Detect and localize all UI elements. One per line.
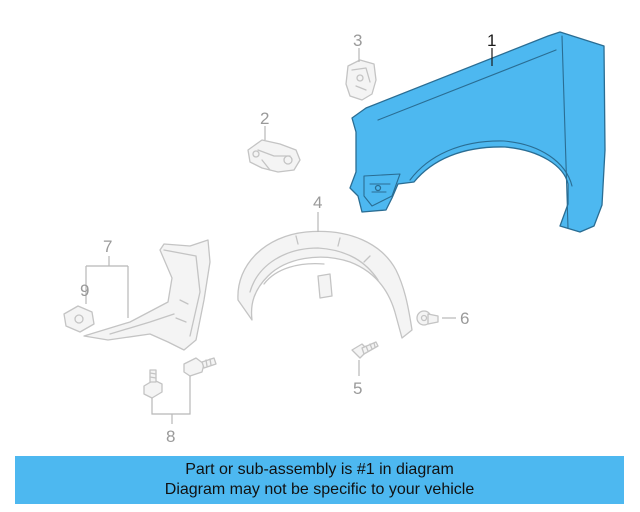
part-3-bracket[interactable]: [345, 59, 377, 101]
part-6-clip[interactable]: [416, 310, 439, 326]
callout-7[interactable]: 7: [103, 237, 112, 256]
parts-diagram: 3 2 1 4 6 5: [63, 31, 606, 446]
info-banner: Part or sub-assembly is #1 in diagram Di…: [15, 456, 624, 504]
part-7-splash-shield[interactable]: [83, 239, 211, 351]
part-4-fender-liner[interactable]: [237, 230, 413, 339]
callout-5[interactable]: 5: [353, 379, 362, 398]
callout-6[interactable]: 6: [460, 309, 469, 328]
leader-8: [151, 376, 191, 424]
callout-2[interactable]: 2: [260, 109, 269, 128]
part-9-nut[interactable]: [63, 305, 95, 333]
callout-1[interactable]: 1: [487, 31, 496, 50]
callout-3[interactable]: 3: [353, 31, 362, 50]
banner-line-1: Part or sub-assembly is #1 in diagram: [185, 461, 454, 478]
part-8-bolt-left[interactable]: [143, 369, 163, 399]
leader-7: [85, 256, 129, 318]
callout-8[interactable]: 8: [166, 427, 175, 446]
part-5-screw[interactable]: [351, 341, 379, 359]
callout-4[interactable]: 4: [313, 193, 322, 212]
part-2-bracket[interactable]: [247, 139, 301, 173]
banner-line-2: Diagram may not be specific to your vehi…: [164, 481, 475, 498]
callout-9[interactable]: 9: [80, 281, 89, 300]
part-1-fender[interactable]: [349, 31, 606, 233]
part-8-bolt-right[interactable]: [183, 357, 217, 377]
